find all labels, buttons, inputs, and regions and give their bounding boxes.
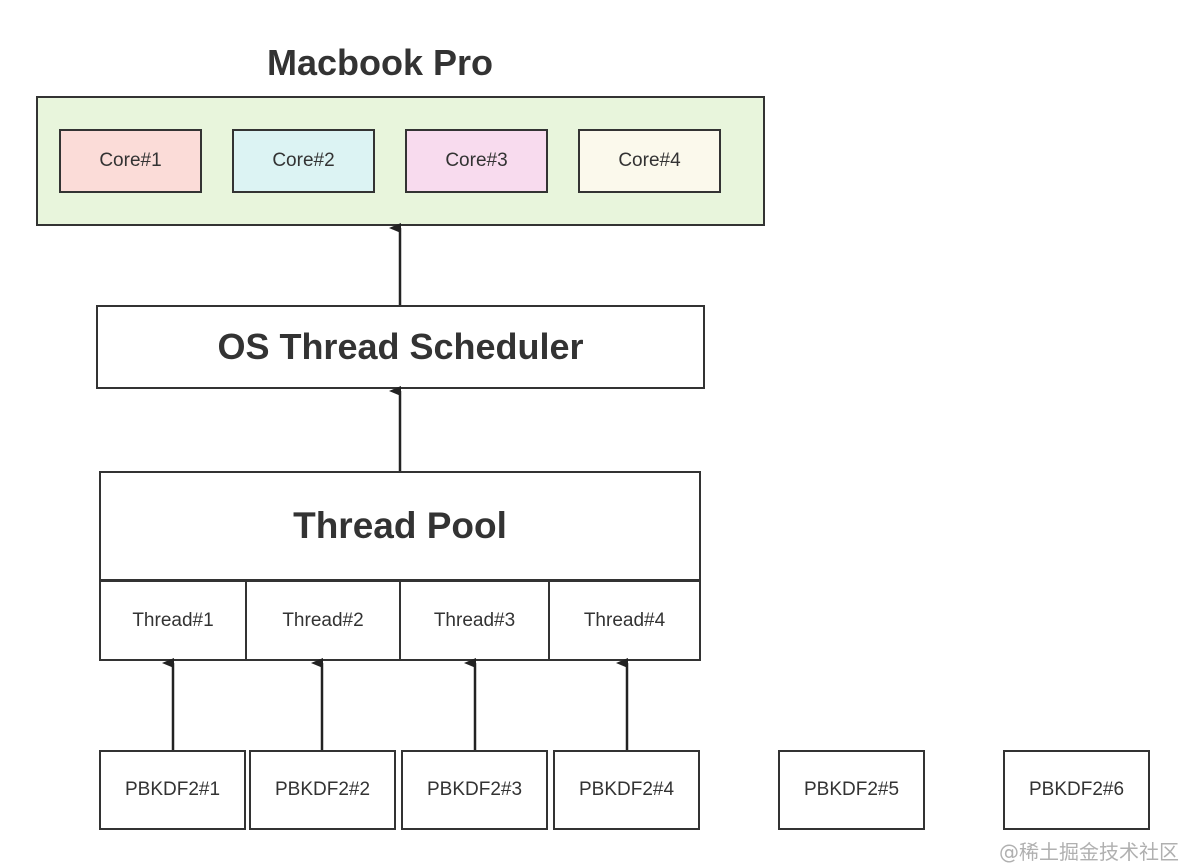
core-2: Core#2 [232,129,375,193]
pbkdf2-task-4: PBKDF2#4 [553,750,700,830]
core-3: Core#3 [405,129,548,193]
diagram-title: Macbook Pro [266,42,494,83]
pbkdf2-task-3: PBKDF2#3 [401,750,548,830]
thread-2: Thread#2 [245,580,401,661]
pbkdf2-task-1: PBKDF2#1 [99,750,246,830]
thread-3: Thread#3 [399,580,550,661]
thread-pool: Thread Pool [99,471,701,581]
pbkdf2-task-5: PBKDF2#5 [778,750,925,830]
thread-1: Thread#1 [99,580,247,661]
os-thread-scheduler: OS Thread Scheduler [96,305,705,389]
pbkdf2-task-6: PBKDF2#6 [1003,750,1150,830]
core-4: Core#4 [578,129,721,193]
thread-4: Thread#4 [548,580,701,661]
pbkdf2-task-2: PBKDF2#2 [249,750,396,830]
watermark: @稀土掘金技术社区 [999,840,1179,864]
core-1: Core#1 [59,129,202,193]
